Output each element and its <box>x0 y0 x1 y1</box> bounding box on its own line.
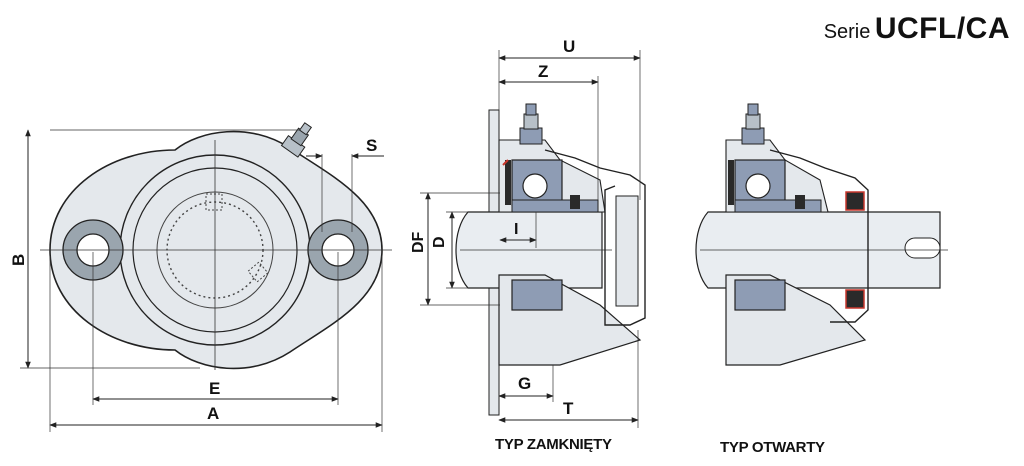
series-title: Serie UCFL/CA <box>824 12 1010 46</box>
section-view-closed: U Z DF D I G T <box>410 37 646 428</box>
bearing-outer-ring-lower-open <box>734 279 786 311</box>
seal <box>505 160 511 205</box>
dim-label-A: A <box>207 404 219 423</box>
front-view: B E A S <box>9 122 392 432</box>
open-cap <box>769 149 869 323</box>
series-model: UCFL/CA <box>874 12 1010 45</box>
ball-icon <box>745 173 771 199</box>
dim-label-S: S <box>366 136 377 155</box>
series-prefix: Serie <box>823 21 871 43</box>
dim-label-D: D <box>431 236 448 248</box>
set-screw-icon <box>795 195 805 209</box>
dim-label-B: B <box>9 254 28 266</box>
grease-nipple-icon <box>741 103 765 145</box>
bearing-inner-ring <box>511 199 599 213</box>
dim-label-T: T <box>563 399 574 418</box>
lip-seal-upper <box>845 191 865 211</box>
dim-label-Z: Z <box>538 62 548 81</box>
caption-closed-type: TYP ZAMKNIĘTY <box>495 436 612 453</box>
end-cap-face <box>615 195 639 307</box>
grease-nipple-icon <box>280 122 313 158</box>
dim-label-E: E <box>209 379 220 398</box>
caption-open-type: TYP OTWARTY <box>720 439 825 456</box>
set-screw-icon <box>570 195 580 209</box>
dim-label-G: G <box>518 374 531 393</box>
ball-icon <box>522 173 548 199</box>
grease-nipple-icon <box>519 103 543 145</box>
grease-hole-dotted <box>205 193 223 211</box>
dim-label-U: U <box>563 37 575 56</box>
section-view-open <box>695 103 948 366</box>
bearing-outer-ring-lower <box>511 279 563 311</box>
dim-label-DF: DF <box>410 231 427 253</box>
lip-seal-lower <box>845 289 865 309</box>
bearing-inner-ring-open <box>734 199 822 213</box>
set-screw-dotted <box>247 261 269 283</box>
keyway <box>904 237 941 259</box>
seal-open <box>728 160 734 205</box>
end-cap <box>544 149 646 326</box>
dim-label-I: I <box>514 221 518 238</box>
